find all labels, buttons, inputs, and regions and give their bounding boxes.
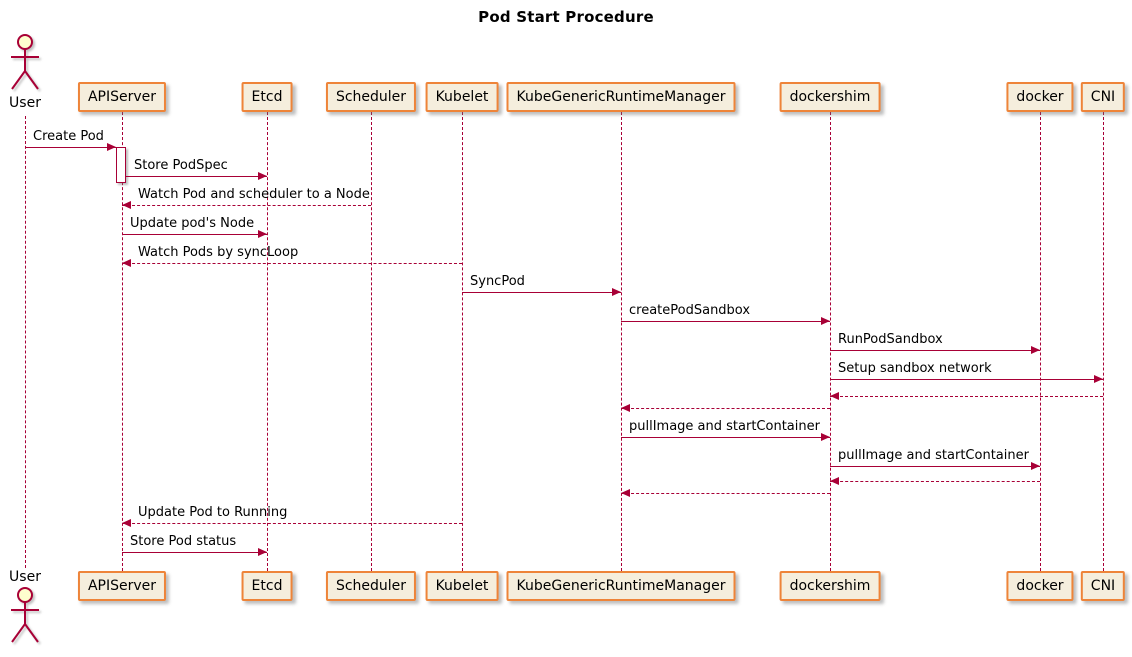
lifeline-docker xyxy=(1040,112,1041,571)
participant-box-bottom-CNI: CNI xyxy=(1080,571,1126,601)
message-arrowhead xyxy=(830,477,839,485)
lifeline-Etcd xyxy=(267,112,268,571)
message-line xyxy=(25,147,116,148)
actor-label-top: User xyxy=(9,95,41,111)
lifeline-Scheduler xyxy=(371,112,372,571)
message-line xyxy=(830,379,1103,380)
message-line xyxy=(830,350,1040,351)
message-line xyxy=(462,292,621,293)
message-label: Watch Pods by syncLoop xyxy=(138,245,299,260)
lifeline-dockershim xyxy=(830,112,831,571)
message-line xyxy=(122,523,462,524)
message-arrowhead xyxy=(830,392,839,400)
message-line xyxy=(122,263,462,264)
message-line xyxy=(621,321,830,322)
message-label: Store Pod status xyxy=(130,534,237,549)
message-label: Store PodSpec xyxy=(134,158,228,173)
diagram-title: Pod Start Procedure xyxy=(478,8,654,26)
message-arrowhead xyxy=(258,230,267,238)
participant-box-top-CNI: CNI xyxy=(1080,82,1126,112)
message-arrowhead xyxy=(122,201,131,209)
actor-label-bottom: User xyxy=(9,569,41,585)
participant-box-bottom-KubeGenericRuntimeManager: KubeGenericRuntimeManager xyxy=(506,571,736,601)
participant-box-top-Scheduler: Scheduler xyxy=(325,82,417,112)
participant-box-top-APIServer: APIServer xyxy=(77,82,167,112)
message-arrowhead xyxy=(1031,462,1040,470)
lifeline-CNI xyxy=(1103,112,1104,571)
participant-box-top-Etcd: Etcd xyxy=(241,82,293,112)
message-arrowhead xyxy=(612,288,621,296)
participant-box-bottom-Etcd: Etcd xyxy=(241,571,293,601)
message-line xyxy=(126,176,267,177)
participant-box-bottom-dockershim: dockershim xyxy=(779,571,881,601)
user-actor-icon-top xyxy=(0,33,51,97)
message-line xyxy=(122,552,267,553)
participant-box-bottom-docker: docker xyxy=(1006,571,1074,601)
participant-box-bottom-Scheduler: Scheduler xyxy=(325,571,417,601)
message-label: pullImage and startContainer xyxy=(838,448,1029,463)
participant-box-top-docker: docker xyxy=(1006,82,1074,112)
message-arrowhead xyxy=(821,317,830,325)
message-arrowhead xyxy=(258,172,267,180)
participant-box-top-dockershim: dockershim xyxy=(779,82,881,112)
lifeline-APIServer xyxy=(122,112,123,571)
message-label: Setup sandbox network xyxy=(838,361,992,376)
message-label: Create Pod xyxy=(33,129,104,144)
message-arrowhead xyxy=(122,259,131,267)
message-label: RunPodSandbox xyxy=(838,332,943,347)
lifeline-KubeGenericRuntimeManager xyxy=(621,112,622,571)
message-arrowhead xyxy=(107,143,116,151)
participant-box-bottom-Kubelet: Kubelet xyxy=(425,571,499,601)
message-line xyxy=(830,481,1040,482)
message-line xyxy=(621,437,830,438)
participant-box-top-KubeGenericRuntimeManager: KubeGenericRuntimeManager xyxy=(506,82,736,112)
message-arrowhead xyxy=(122,519,131,527)
message-arrowhead xyxy=(1094,375,1103,383)
participant-box-top-Kubelet: Kubelet xyxy=(425,82,499,112)
lifeline-User xyxy=(25,116,26,568)
message-arrowhead xyxy=(1031,346,1040,354)
message-arrowhead xyxy=(621,404,630,412)
message-line xyxy=(122,234,267,235)
message-label: Update pod's Node xyxy=(130,216,255,231)
lifeline-Kubelet xyxy=(462,112,463,571)
message-label: Watch Pod and scheduler to a Node xyxy=(138,187,370,202)
message-arrowhead xyxy=(821,433,830,441)
message-line xyxy=(830,466,1040,467)
message-line xyxy=(830,396,1103,397)
message-arrowhead xyxy=(621,489,630,497)
message-line xyxy=(621,493,830,494)
message-line xyxy=(621,408,830,409)
user-actor-icon-bottom xyxy=(0,586,51,650)
message-label: createPodSandbox xyxy=(629,303,751,318)
participant-box-bottom-APIServer: APIServer xyxy=(77,571,167,601)
message-line xyxy=(122,205,371,206)
message-label: Update Pod to Running xyxy=(138,505,288,520)
message-label: SyncPod xyxy=(470,274,525,289)
message-arrowhead xyxy=(258,548,267,556)
activation-bar-APIServer xyxy=(116,147,126,183)
message-label: pullImage and startContainer xyxy=(629,419,820,434)
